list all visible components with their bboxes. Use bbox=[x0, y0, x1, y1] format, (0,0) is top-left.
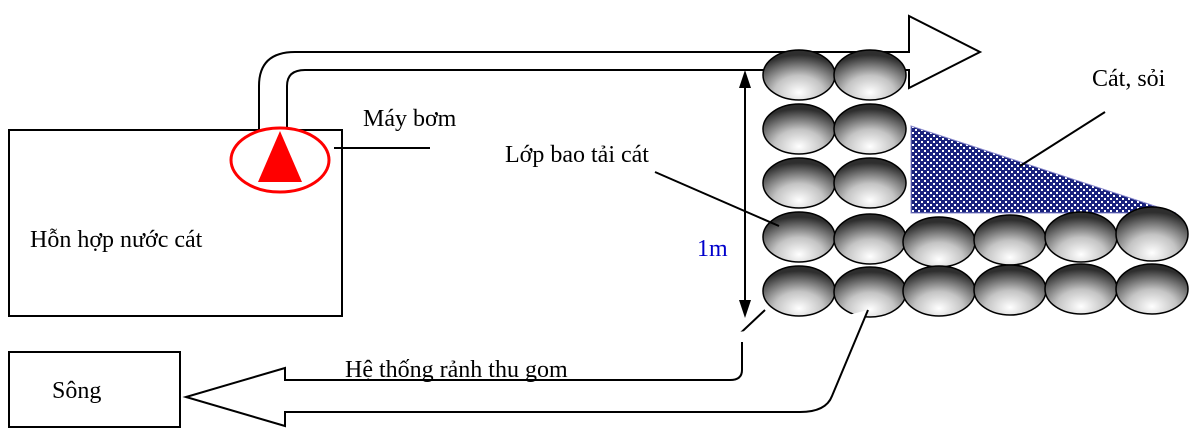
sandbag bbox=[762, 157, 836, 209]
sandbag bbox=[762, 211, 836, 263]
river-box bbox=[8, 351, 181, 428]
pump-label: Máy bơm bbox=[363, 106, 457, 132]
sandbag bbox=[762, 103, 836, 155]
sandbag bbox=[973, 264, 1047, 316]
upper-flow-arrow bbox=[258, 14, 983, 136]
drain-label: Hệ thống rảnh thu gom bbox=[345, 357, 568, 383]
sandbag bbox=[902, 265, 976, 317]
sandbag bbox=[833, 103, 907, 155]
mixture-label: Hỗn hợp nước cát bbox=[30, 227, 203, 253]
sandbag bbox=[762, 265, 836, 317]
sand-gravel-leader-line bbox=[1019, 111, 1106, 167]
sandbag bbox=[1044, 211, 1118, 263]
sandbag-stack bbox=[762, 49, 1189, 318]
sand-gravel-fill bbox=[910, 125, 1177, 214]
sandbag bbox=[833, 266, 907, 318]
sandbag bbox=[902, 216, 976, 268]
sandbag bbox=[762, 49, 836, 101]
sandbag bbox=[1044, 263, 1118, 315]
sandbag bbox=[833, 213, 907, 265]
lower-flow-arrow-body bbox=[182, 309, 869, 428]
sandbag-layer-label: Lớp bao tải cát bbox=[505, 142, 649, 168]
sandbag bbox=[833, 157, 907, 209]
sandbag bbox=[833, 49, 907, 101]
sand-gravel-label: Cát, sỏi bbox=[1092, 66, 1166, 92]
pump-icon bbox=[229, 126, 331, 194]
height-dimension bbox=[739, 70, 751, 318]
river-label: Sông bbox=[52, 378, 101, 404]
sandbag bbox=[1115, 206, 1189, 262]
sandbag bbox=[1115, 263, 1189, 315]
height-label: 1m bbox=[697, 236, 728, 262]
sandbag-layer-leader-line bbox=[654, 171, 780, 227]
sandbag bbox=[973, 214, 1047, 266]
